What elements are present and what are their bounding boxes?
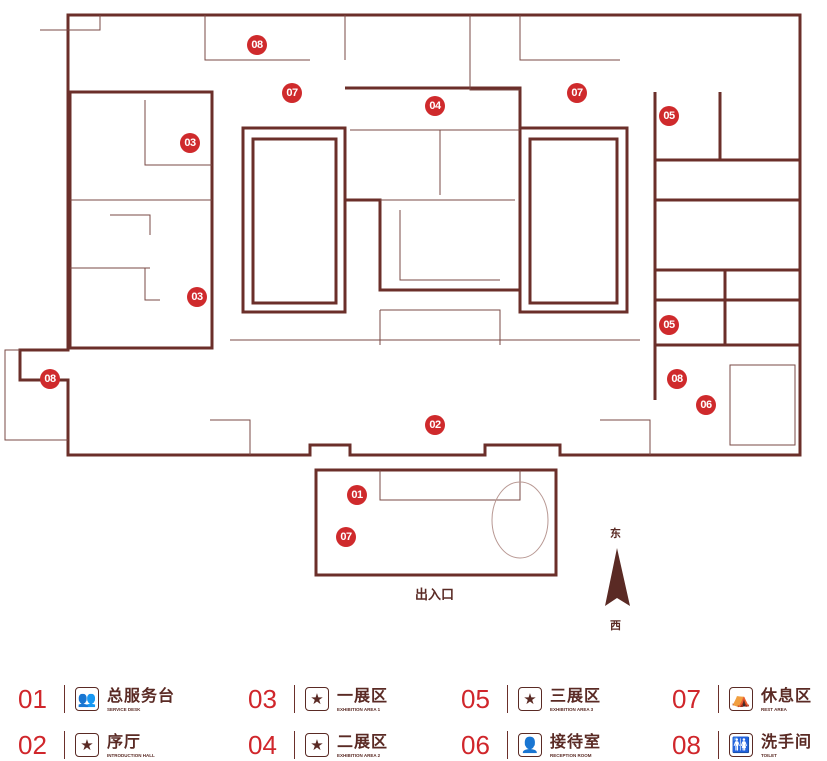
marker-rest-area[interactable]: 07 xyxy=(567,83,587,103)
legend-label-en: TOILET xyxy=(761,752,777,758)
marker-service-desk[interactable]: 01 xyxy=(347,485,367,505)
compass-south-label: 西 xyxy=(610,619,621,632)
legend-number: 04 xyxy=(248,729,277,760)
legend-label-en: SERVICE DESK xyxy=(107,706,141,712)
building-outline xyxy=(4,13,802,577)
divider xyxy=(507,731,508,759)
legend-label-en: INTRODUCTION HALL xyxy=(107,752,155,758)
marker-toilet[interactable]: 08 xyxy=(247,35,267,55)
legend-number: 02 xyxy=(18,729,47,760)
marker-toilet[interactable]: 08 xyxy=(40,369,60,389)
north-arrow-icon xyxy=(605,548,630,606)
divider xyxy=(507,685,508,713)
legend-label-en: EXHIBITION AREA 1 xyxy=(337,706,381,712)
toilet-icon: 🚻 xyxy=(729,733,753,757)
legend-number: 07 xyxy=(672,683,701,714)
legend-number: 01 xyxy=(18,683,47,714)
legend-label: 洗手间 xyxy=(761,731,813,751)
marker-rest-area[interactable]: 07 xyxy=(282,83,302,103)
marker-exhibition-area-3[interactable]: 05 xyxy=(659,106,679,126)
star-icon: ★ xyxy=(518,687,542,711)
floor-plan xyxy=(4,13,802,606)
legend-label: 三展区 xyxy=(550,685,602,705)
legend-label: 总服务台 xyxy=(107,685,176,705)
star-icon: ★ xyxy=(305,687,329,711)
legend-label-en: REST AREA xyxy=(761,706,787,712)
reception-icon: 👤 xyxy=(518,733,542,757)
divider xyxy=(718,731,719,759)
marker-introduction-hall[interactable]: 02 xyxy=(425,415,445,435)
service-desk-icon: 👥 xyxy=(75,687,99,711)
legend-number: 06 xyxy=(461,729,490,760)
legend-label: 序厅 xyxy=(107,731,142,751)
compass-north-label: 东 xyxy=(610,527,621,540)
legend-label-en: RECEPTION ROOM xyxy=(550,752,592,758)
star-icon: ★ xyxy=(305,733,329,757)
legend-label-en: EXHIBITION AREA 3 xyxy=(550,706,594,712)
divider xyxy=(64,731,65,759)
rest-area-icon: ⛺ xyxy=(729,687,753,711)
marker-rest-area[interactable]: 07 xyxy=(336,527,356,547)
compass xyxy=(605,548,630,606)
legend-label: 休息区 xyxy=(761,685,813,705)
rooms xyxy=(68,15,800,559)
legend-label: 二展区 xyxy=(337,731,389,751)
divider xyxy=(64,685,65,713)
legend-number: 08 xyxy=(672,729,701,760)
legend-number: 05 xyxy=(461,683,490,714)
marker-toilet[interactable]: 08 xyxy=(667,369,687,389)
marker-exhibition-area-3[interactable]: 05 xyxy=(659,315,679,335)
legend-label: 接待室 xyxy=(550,731,602,751)
legend-number: 03 xyxy=(248,683,277,714)
legend-label: 一展区 xyxy=(337,685,389,705)
legend-label-en: EXHIBITION AREA 2 xyxy=(337,752,381,758)
marker-exhibition-area-2[interactable]: 04 xyxy=(425,96,445,116)
marker-reception-room[interactable]: 06 xyxy=(696,395,716,415)
divider xyxy=(294,685,295,713)
star-icon: ★ xyxy=(75,733,99,757)
entrance-label: 出入口 xyxy=(415,588,455,603)
divider xyxy=(718,685,719,713)
marker-exhibition-area-1[interactable]: 03 xyxy=(180,133,200,153)
marker-exhibition-area-1[interactable]: 03 xyxy=(187,287,207,307)
entrance-hall xyxy=(314,468,558,577)
divider xyxy=(294,731,295,759)
